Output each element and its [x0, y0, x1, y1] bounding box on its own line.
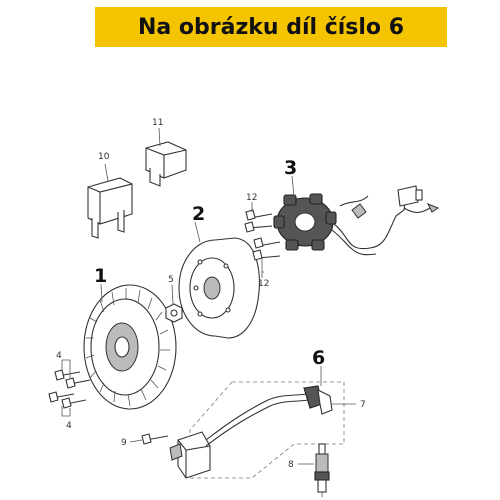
title-banner: Na obrázku díl číslo 6 [95, 7, 447, 47]
leader-5 [171, 284, 174, 305]
callout-12-top: 12 [246, 193, 257, 203]
leader-3 [291, 175, 295, 197]
callout-1: 1 [94, 265, 107, 287]
callout-12-bottom: 12 [258, 279, 269, 289]
callout-7: 7 [360, 400, 366, 410]
part-2-rotor[interactable] [178, 237, 260, 339]
leader-9 [129, 439, 143, 443]
callout-2: 2 [192, 203, 205, 225]
callout-11: 11 [152, 118, 163, 128]
part-12-screws[interactable] [244, 209, 281, 261]
part-5-nut[interactable] [165, 303, 183, 323]
leader-11 [158, 127, 161, 147]
leader-10 [104, 163, 109, 182]
callout-10: 10 [98, 152, 110, 162]
part-4-screws[interactable] [48, 369, 91, 409]
callout-8: 8 [288, 460, 294, 470]
part-1-flywheel-fan[interactable] [83, 284, 177, 410]
callout-5: 5 [168, 275, 174, 285]
leader-1 [100, 283, 103, 303]
part-6-ignition-coil[interactable] [169, 385, 333, 479]
leader-2 [194, 221, 201, 243]
callout-9: 9 [121, 438, 127, 448]
part-8-spark-plug[interactable] [314, 443, 330, 497]
callout-6: 6 [312, 347, 325, 369]
leader-4a [61, 359, 71, 378]
callout-4-bottom: 4 [66, 421, 72, 431]
leader-12b [261, 258, 264, 278]
callout-3: 3 [284, 157, 297, 179]
leader-4b [61, 406, 71, 417]
part-10-cdi-box[interactable] [87, 177, 133, 239]
part-9-bolt[interactable] [141, 433, 169, 445]
part-11-relay[interactable] [145, 141, 187, 187]
banner-text: Na obrázku díl číslo 6 [137, 14, 405, 40]
callout-4-top: 4 [56, 351, 62, 361]
part-3-stator[interactable] [273, 185, 440, 256]
